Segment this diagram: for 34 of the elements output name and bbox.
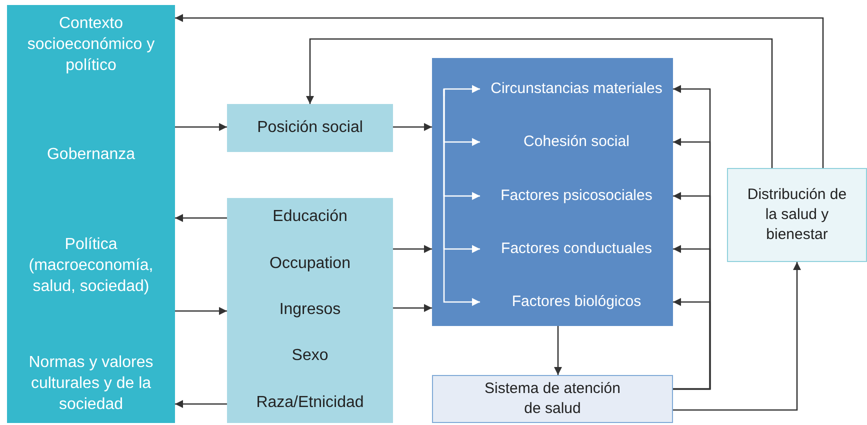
factor-text: Occupation	[268, 254, 352, 274]
band-text: Gobernanza	[46, 145, 136, 165]
factor-box	[227, 198, 393, 423]
outcome-box: Distribución de la salud y bienestar	[727, 168, 867, 262]
factor-text: Educación	[272, 207, 348, 227]
factor-item: Factores psicosociales	[480, 180, 673, 212]
arrow	[673, 262, 801, 411]
factor-text: Raza/Etnicidad	[255, 393, 365, 413]
arrow	[393, 304, 432, 312]
side-band	[7, 5, 175, 423]
arrow	[175, 400, 227, 408]
factor-text: Sexo	[290, 346, 330, 366]
process-box: Posición social	[227, 104, 393, 152]
process-box: Sistema de atención de salud	[432, 375, 673, 423]
band-text: Normas y valores culturales y de la sociedad	[28, 353, 154, 415]
factor-item: Circunstancias materiales	[480, 73, 673, 105]
band-text: Política (macroeconomía, salud, sociedad)	[28, 235, 154, 297]
arrow	[443, 89, 480, 306]
arrow	[175, 123, 227, 131]
factor-item: Factores biológicos	[480, 286, 673, 318]
group-box	[432, 58, 673, 326]
arrow	[554, 326, 562, 375]
factor-text: Ingresos	[278, 300, 342, 320]
arrow	[175, 214, 227, 222]
arrow	[393, 245, 432, 253]
arrow	[393, 123, 432, 131]
band-text: Contexto socioeconómico y político	[26, 14, 156, 76]
factor-item: Factores conductuales	[480, 233, 673, 265]
arrow	[175, 14, 824, 168]
arrow	[175, 307, 227, 315]
arrow	[673, 298, 711, 390]
arrow	[306, 38, 773, 168]
factor-item: Cohesión social	[480, 126, 673, 158]
arrow	[443, 85, 480, 96]
